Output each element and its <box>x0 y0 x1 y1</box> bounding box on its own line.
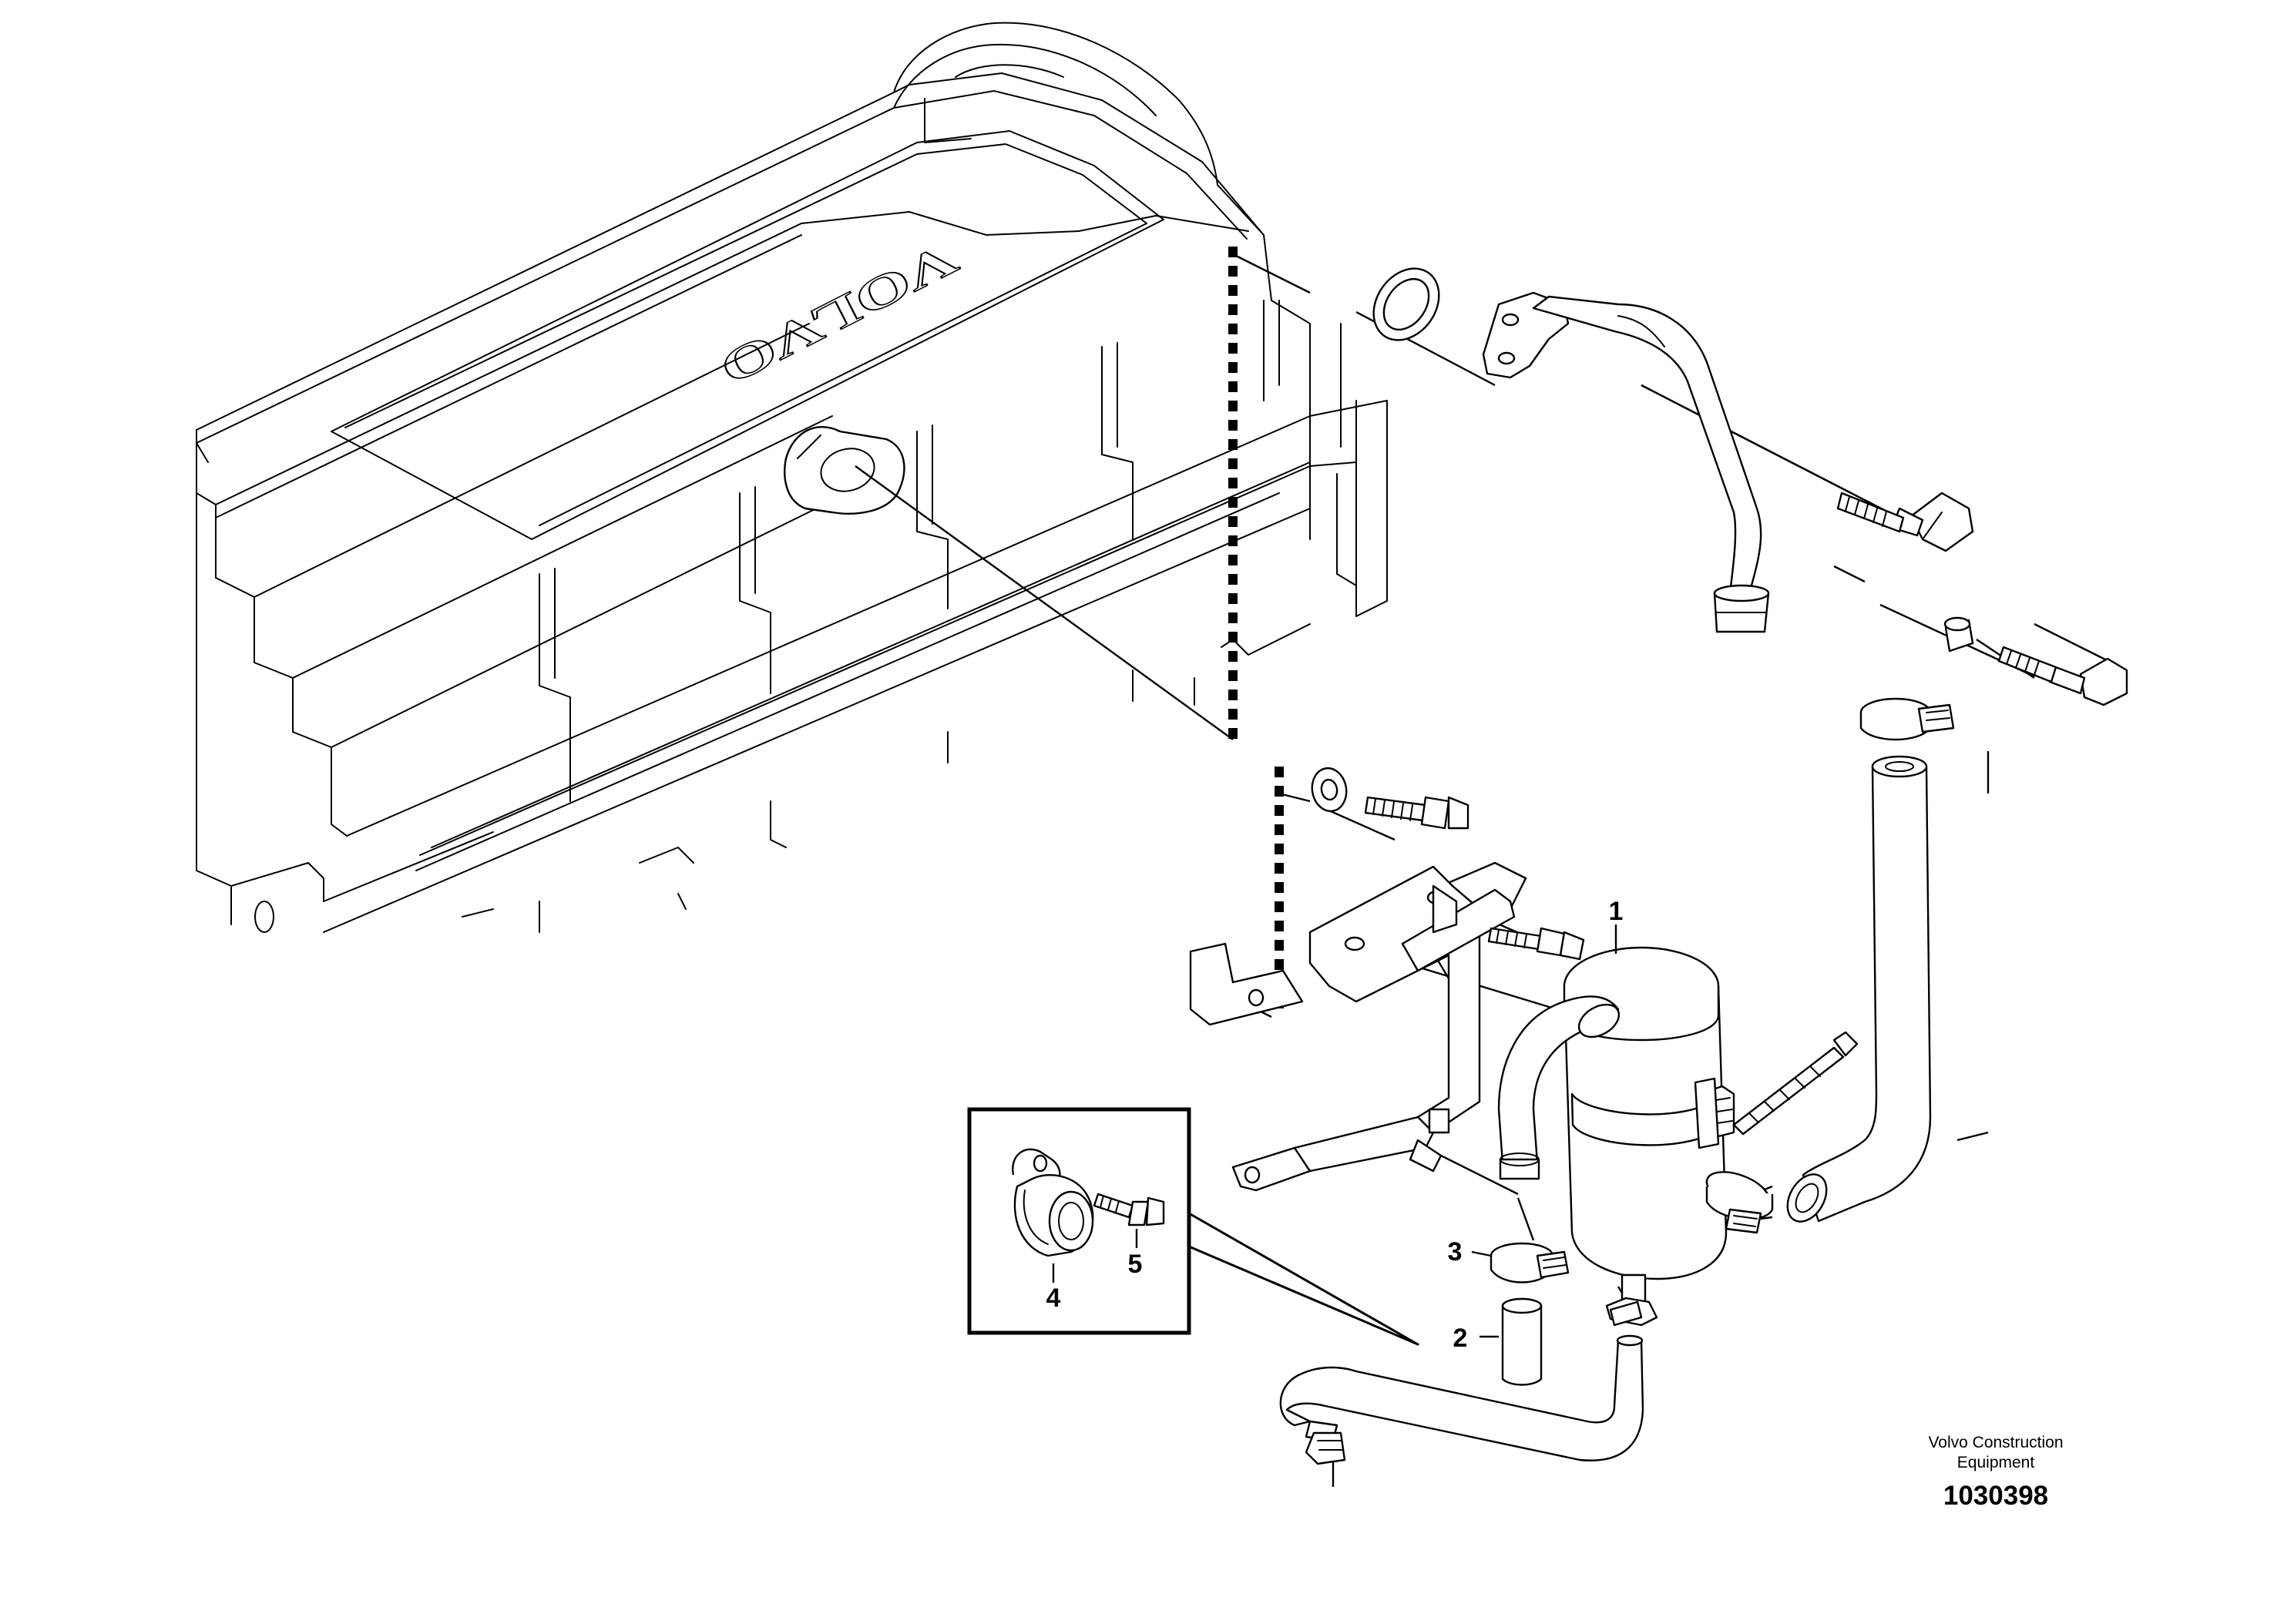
brand-name-line2: Equipment <box>1956 1454 2035 1471</box>
brand-block: Volvo Construction Equipment 1030398 <box>1928 1433 2063 1512</box>
drain-hose <box>1279 1300 1644 1465</box>
oil-separator-canister <box>1497 946 1735 1327</box>
bolt-and-washer-bracket <box>1311 767 1585 961</box>
mounting-bracket <box>1189 861 1527 1192</box>
volvo-logo: VOLVO <box>712 233 966 394</box>
long-bolt <box>1732 1031 1859 1136</box>
figure-number: 1030398 <box>1943 1481 2049 1511</box>
hose-right <box>1786 755 1932 1223</box>
engine-valve-cover: VOLVO <box>196 22 1388 933</box>
hose-2 <box>1501 1297 1543 1386</box>
breather-pipe <box>1372 267 2128 706</box>
callout-1: 1 <box>1608 897 1624 926</box>
callout-leaders <box>1052 924 1617 1338</box>
brand-name-line1: Volvo Construction <box>1928 1434 2064 1451</box>
callout-3: 3 <box>1447 1237 1463 1267</box>
mounting-indicators <box>1228 247 1284 1009</box>
callout-2: 2 <box>1453 1324 1468 1353</box>
hose-clamp-right <box>1705 1171 1774 1234</box>
detail-inset <box>967 1107 1419 1346</box>
hose-clamp-upper <box>1859 697 1955 741</box>
callout-4: 4 <box>1046 1283 1061 1313</box>
callout-5: 5 <box>1127 1250 1143 1279</box>
hose-clamp-3 <box>1490 1242 1570 1283</box>
